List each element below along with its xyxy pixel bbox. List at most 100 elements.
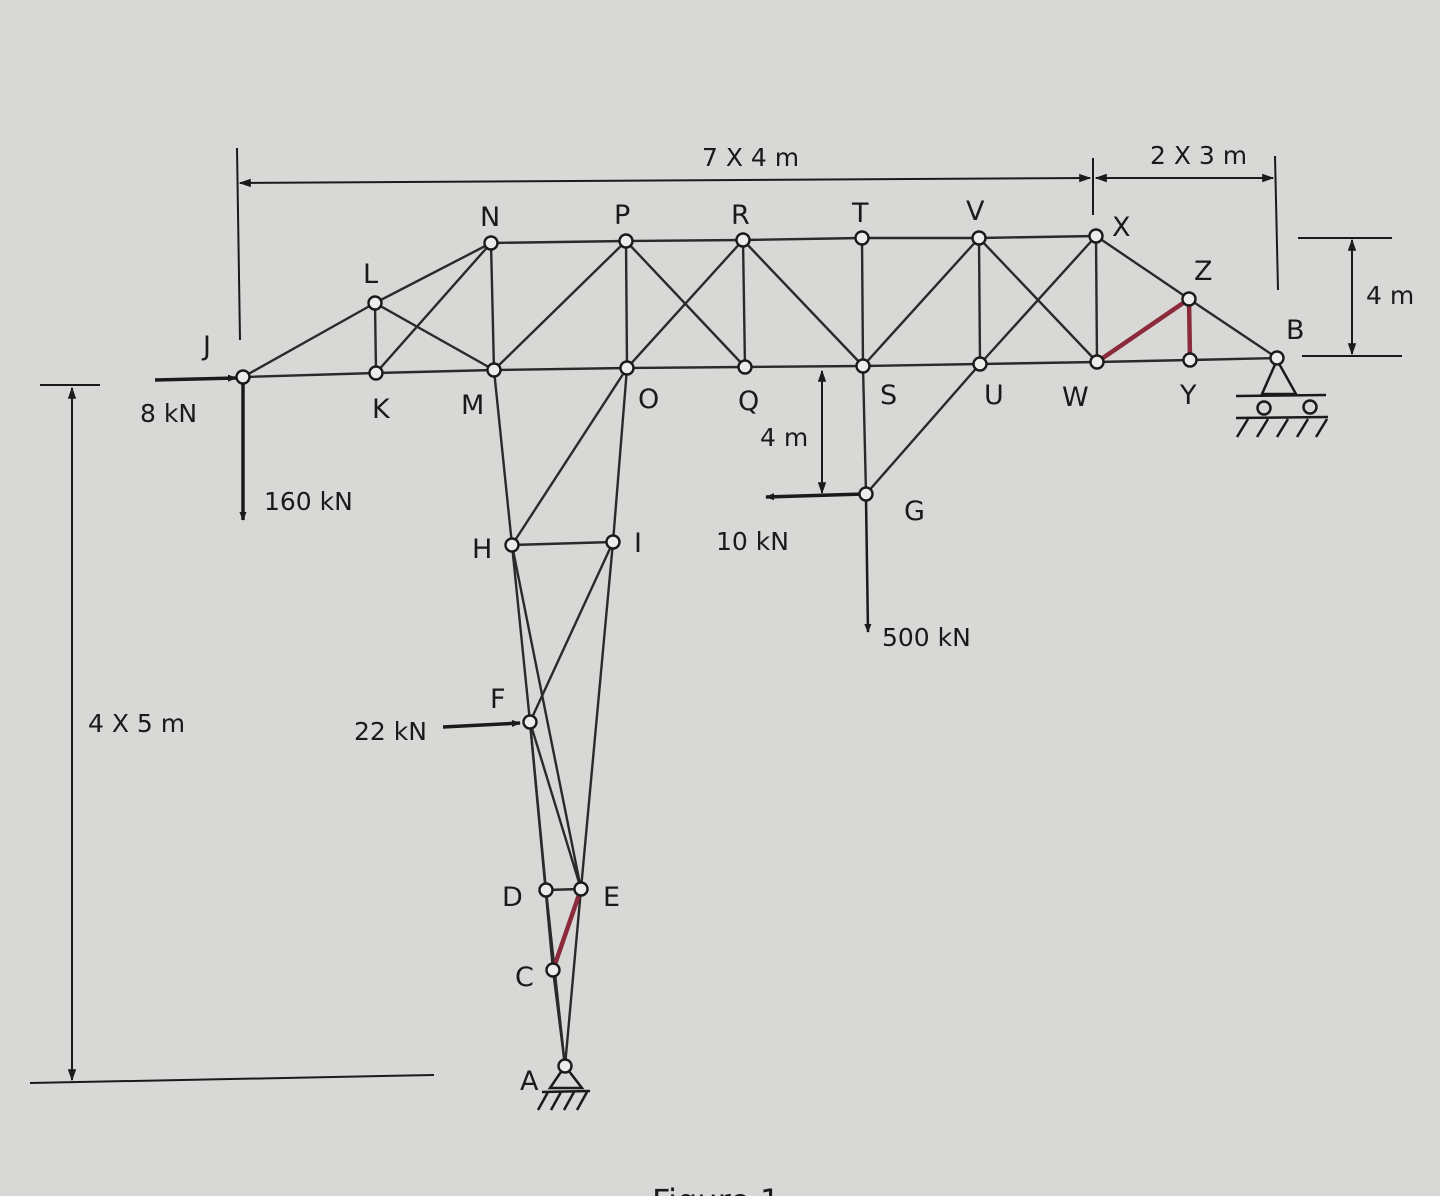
- joint-d: [538, 882, 554, 898]
- node-label-g: G: [904, 496, 925, 527]
- load-arrow-22kn: [442, 719, 521, 729]
- roller-support-icon: [1260, 357, 1299, 396]
- joint-p: [618, 233, 634, 249]
- node-label-i: I: [634, 528, 642, 559]
- dim-label-right-span: 2 X 3 m: [1150, 141, 1247, 170]
- member-ca: [551, 968, 567, 1068]
- member-pq: [624, 239, 747, 369]
- figure-caption: Figure 1: [652, 1182, 780, 1196]
- member-fe: [528, 720, 583, 891]
- node-label-f: F: [490, 684, 506, 715]
- member-yb: [1188, 356, 1279, 362]
- node-label-n: N: [480, 202, 500, 233]
- joint-n: [483, 235, 499, 251]
- member-oh: [510, 366, 629, 547]
- member-xz: [1094, 234, 1191, 301]
- node-label-u: U: [984, 380, 1004, 411]
- dimension-labels: 7 X 4 m 2 X 3 m 4 m 4 m 4 X 5 m: [88, 141, 1414, 738]
- node-label-l: L: [363, 259, 378, 290]
- member-vu: [977, 236, 982, 366]
- member-rt: [741, 236, 864, 242]
- joint-a: [557, 1058, 573, 1074]
- joint-k: [368, 365, 384, 381]
- node-label-w: W: [1062, 382, 1089, 413]
- member-rs: [741, 238, 865, 368]
- load-arrow-10kn: [765, 492, 865, 501]
- member-wy: [1095, 358, 1192, 364]
- node-label-a: A: [520, 1066, 539, 1097]
- member-np: [489, 239, 628, 245]
- member-rq: [741, 238, 747, 369]
- load-label-500kn: 500 kN: [882, 623, 971, 652]
- node-label-s: S: [880, 380, 897, 411]
- member-su: [861, 362, 982, 368]
- support-a: [536, 1063, 591, 1111]
- member-mh: [492, 368, 514, 547]
- member-xw: [1094, 234, 1099, 364]
- node-label-m: M: [461, 390, 484, 421]
- node-label-b: B: [1286, 315, 1305, 346]
- load-label-10kn: 10 kN: [716, 527, 789, 556]
- member-km: [374, 368, 496, 375]
- dimension-lines: [29, 147, 1402, 1084]
- member-ec: [550, 886, 584, 973]
- member-nm: [489, 241, 496, 372]
- joint-r: [735, 232, 751, 248]
- load-arrow-500kn: [864, 497, 872, 633]
- node-label-r: R: [731, 200, 750, 231]
- member-jl: [241, 301, 377, 379]
- extension-line-left: [236, 147, 241, 341]
- joint-x: [1088, 228, 1104, 244]
- pin-support-icon: [547, 1063, 585, 1090]
- member-mp: [492, 239, 628, 372]
- joint-o: [619, 360, 635, 376]
- joint-w: [1089, 354, 1105, 370]
- dim-label-right-height: 4 m: [1366, 281, 1414, 310]
- joint-v: [971, 230, 987, 246]
- node-label-y: Y: [1179, 380, 1197, 411]
- member-zb: [1187, 297, 1279, 360]
- joint-u: [972, 356, 988, 372]
- member-jk: [241, 371, 378, 379]
- load-label-8kn: 8 kN: [140, 399, 197, 428]
- node-label-k: K: [372, 394, 391, 425]
- node-label-v: V: [966, 196, 985, 227]
- member-vx: [977, 234, 1098, 240]
- load-arrow-8kn: [154, 374, 237, 382]
- ground-line-a: [541, 1089, 591, 1094]
- member-he: [510, 543, 583, 891]
- joint-l: [367, 295, 383, 311]
- support-b: [1235, 357, 1329, 438]
- dim-label-top-span: 7 X 4 m: [702, 143, 799, 172]
- member-lk: [373, 301, 378, 375]
- load-label-160kn: 160 kN: [264, 487, 353, 516]
- joint-t: [854, 230, 870, 246]
- node-label-t: T: [851, 198, 869, 229]
- member-oq: [625, 365, 747, 370]
- node-label-c: C: [515, 962, 534, 993]
- member-po: [624, 239, 629, 370]
- member-ln: [373, 241, 493, 305]
- load-labels: 8 kN 160 kN 22 kN 10 kN 500 kN: [140, 399, 971, 746]
- dim-label-mast-height: 4 X 5 m: [88, 709, 185, 738]
- joint-z: [1181, 291, 1197, 307]
- member-ea: [563, 887, 583, 1068]
- node-label-j: J: [201, 331, 211, 362]
- extension-line-mast-bottom: [29, 1074, 435, 1084]
- member-if: [528, 540, 615, 724]
- node-label-o: O: [638, 384, 659, 415]
- member-kn: [374, 241, 493, 375]
- node-label-e: E: [603, 882, 620, 913]
- joint-q: [737, 359, 753, 375]
- joint-i: [605, 534, 621, 550]
- member-ie: [579, 540, 615, 891]
- member-ug: [864, 362, 982, 496]
- joints-layer: [235, 228, 1285, 1074]
- node-labels: A B C D E F G H I J K L M N O P Q R S T …: [201, 196, 1305, 1097]
- joint-m: [486, 362, 502, 378]
- joint-s: [855, 358, 871, 374]
- member-uw: [978, 360, 1099, 366]
- extension-line-right: [1274, 155, 1279, 291]
- member-sg: [861, 364, 868, 496]
